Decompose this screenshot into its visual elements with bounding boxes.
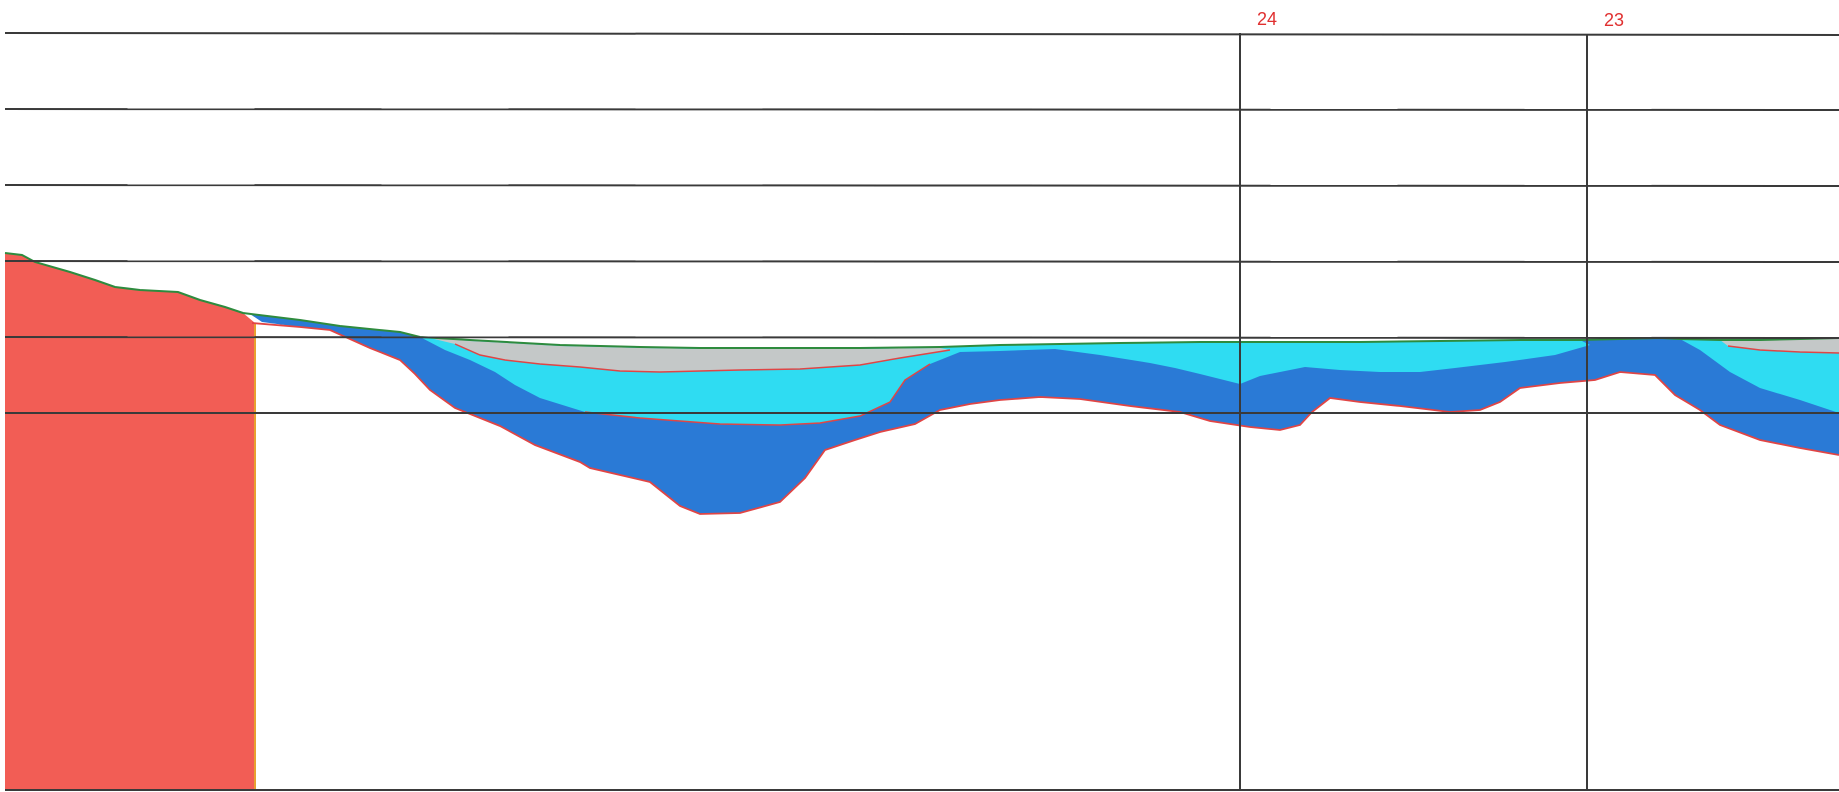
horizontal-grid-lines	[4, 32, 1839, 791]
boundary-line-2	[454, 343, 951, 373]
section-marker-24: 24	[1257, 9, 1278, 29]
boundary-line-4	[584, 363, 931, 426]
boundary-line-3	[1727, 345, 1839, 354]
terrain-block	[5, 253, 255, 790]
surface-layer-2	[1720, 338, 1839, 353]
grid-line-h1	[4, 32, 1839, 36]
section-marker-23: 23	[1604, 10, 1625, 30]
surface-layer-1	[430, 338, 950, 372]
grid-line-h5	[4, 336, 1839, 339]
grid-line-h3	[4, 184, 1839, 187]
grid-line-h4	[4, 260, 1839, 263]
ground-line	[4, 252, 1839, 349]
grid-line-h2	[4, 108, 1839, 111]
water-layer-2	[1680, 338, 1839, 413]
boundary-line-1	[251, 322, 1839, 515]
vertical-section-lines	[1239, 33, 1588, 790]
